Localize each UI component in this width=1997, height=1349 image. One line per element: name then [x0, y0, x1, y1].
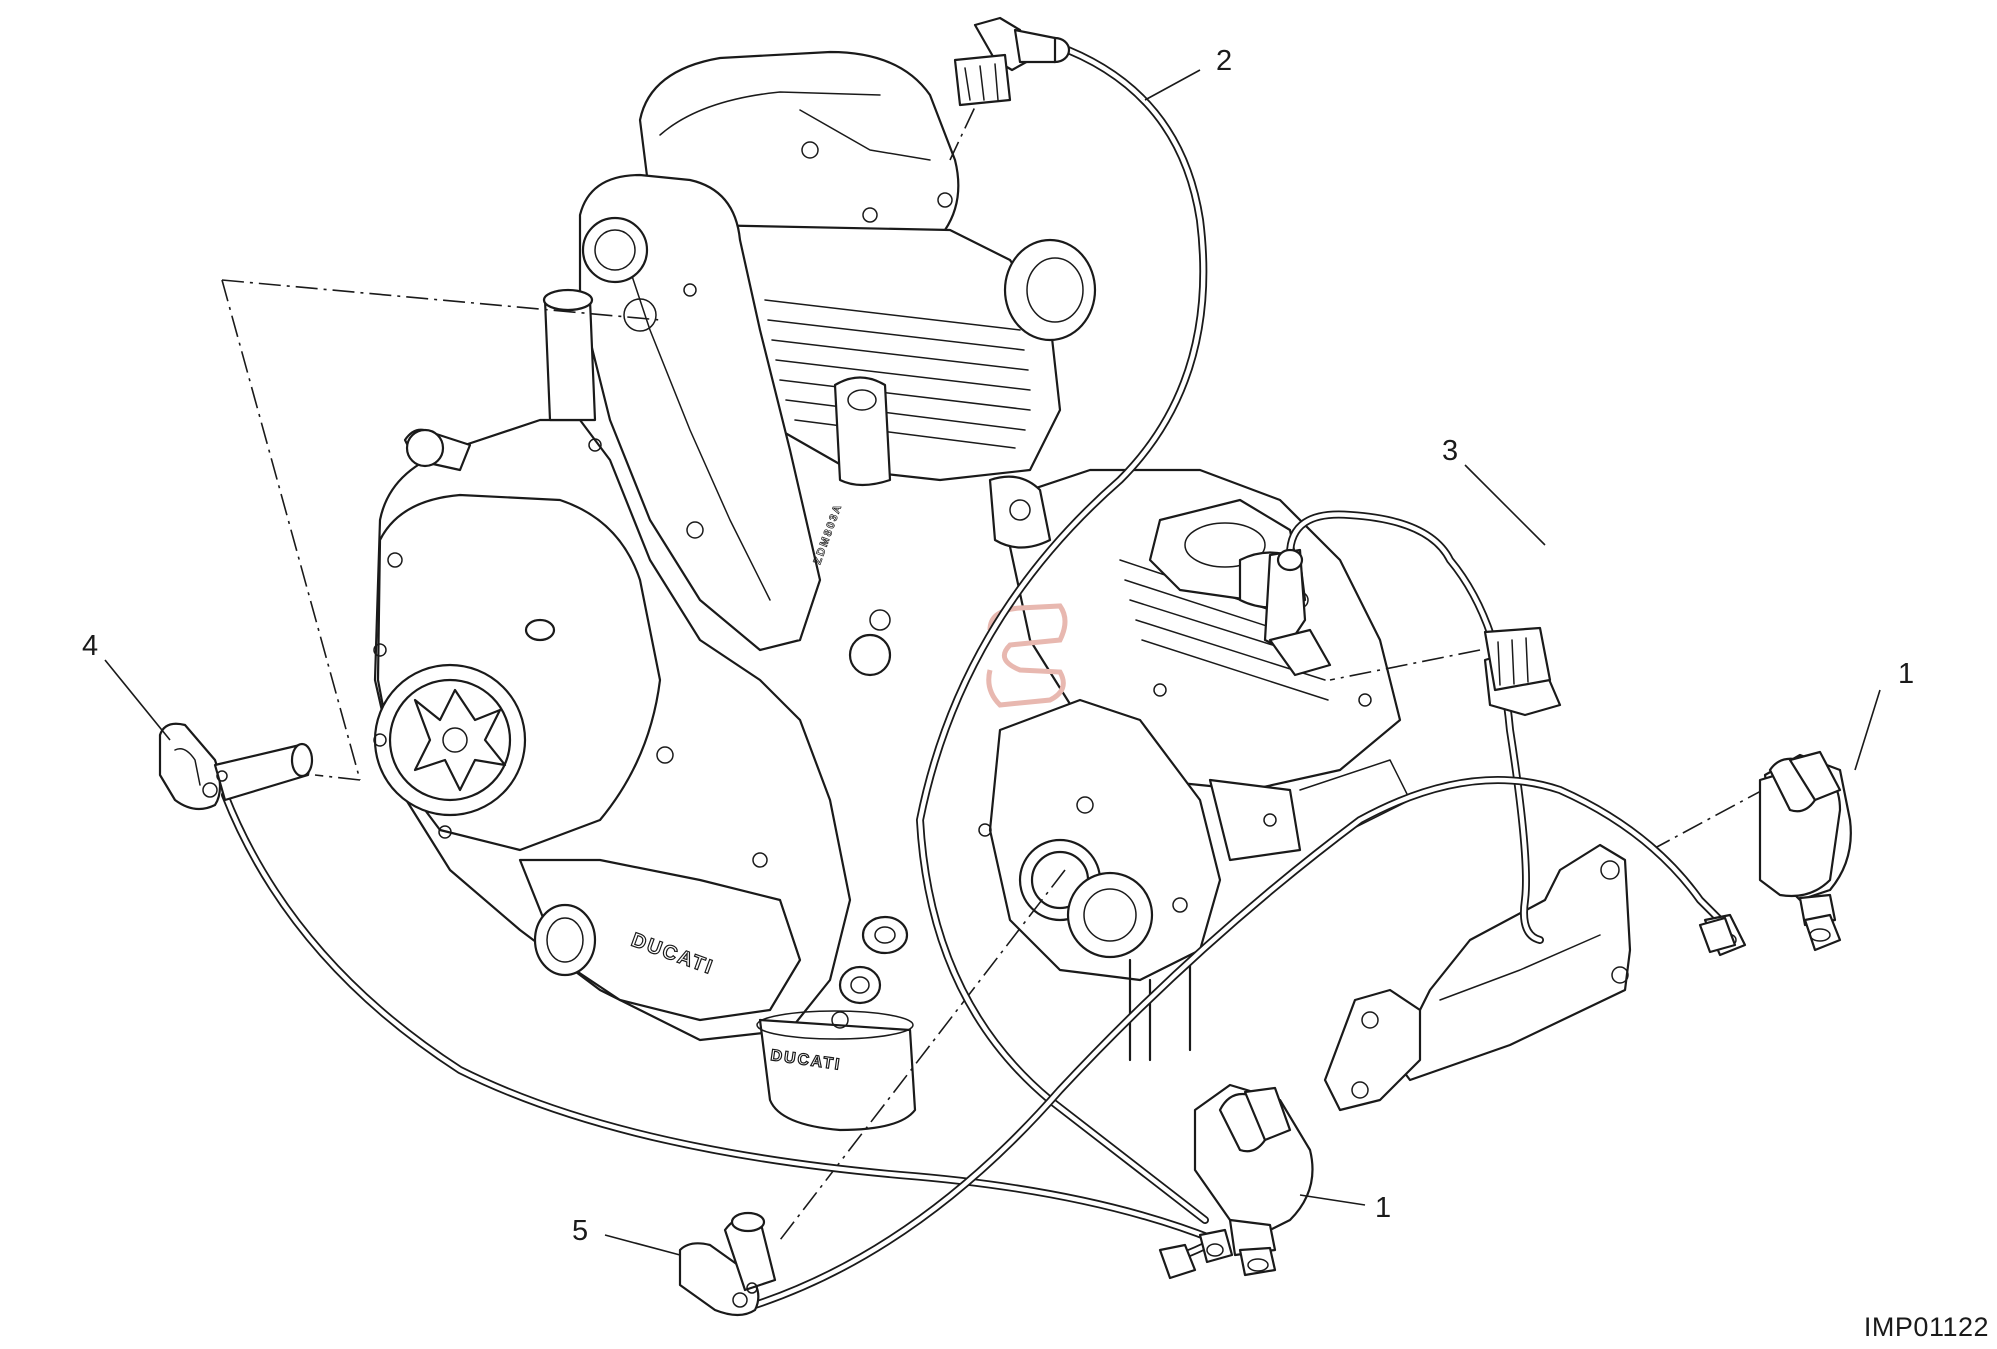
cover-cross-hub	[413, 688, 507, 792]
coil-bracket-upper	[1393, 843, 1632, 1082]
callout-1-right: 1	[1898, 658, 1914, 690]
engine-assembly: ZDM803A DUCATI DUCATI	[373, 50, 1411, 1132]
callout-1-lower: 1	[1375, 1192, 1391, 1224]
ignition-coil-right	[1703, 750, 1852, 957]
callout-4: 4	[82, 630, 98, 662]
spark-plug-cap-2	[953, 16, 1071, 107]
cable-end-4	[1158, 1243, 1197, 1280]
oil-fittings	[831, 915, 909, 1029]
rear-cylinder-fins	[764, 299, 1031, 449]
watermark-logo	[986, 603, 1068, 708]
rear-belt-cover	[578, 173, 822, 652]
diagram-reference-code: IMP01122	[1863, 1312, 1989, 1342]
callout-leaders	[104, 69, 1881, 1256]
spark-plug-cap-5	[678, 1211, 777, 1317]
alignment-lines	[221, 74, 1801, 1241]
callout-3: 3	[1442, 435, 1458, 467]
coil-bracket-lower	[1323, 988, 1422, 1112]
ignition-cables	[221, 41, 1739, 1309]
callout-5: 5	[572, 1215, 588, 1247]
ignition-coil-lower	[1193, 1083, 1314, 1277]
oil-filter	[758, 1018, 917, 1132]
lower-cover	[518, 858, 802, 1022]
cable-end-3	[1698, 916, 1737, 954]
callout-2: 2	[1216, 45, 1232, 77]
engine-serial-text: ZDM803A	[812, 502, 845, 566]
spark-plug-cap-3	[1263, 548, 1562, 717]
spark-plug-cap-4	[158, 722, 314, 811]
callout-labels: 1 1 2 3 4 5	[82, 45, 1914, 1247]
